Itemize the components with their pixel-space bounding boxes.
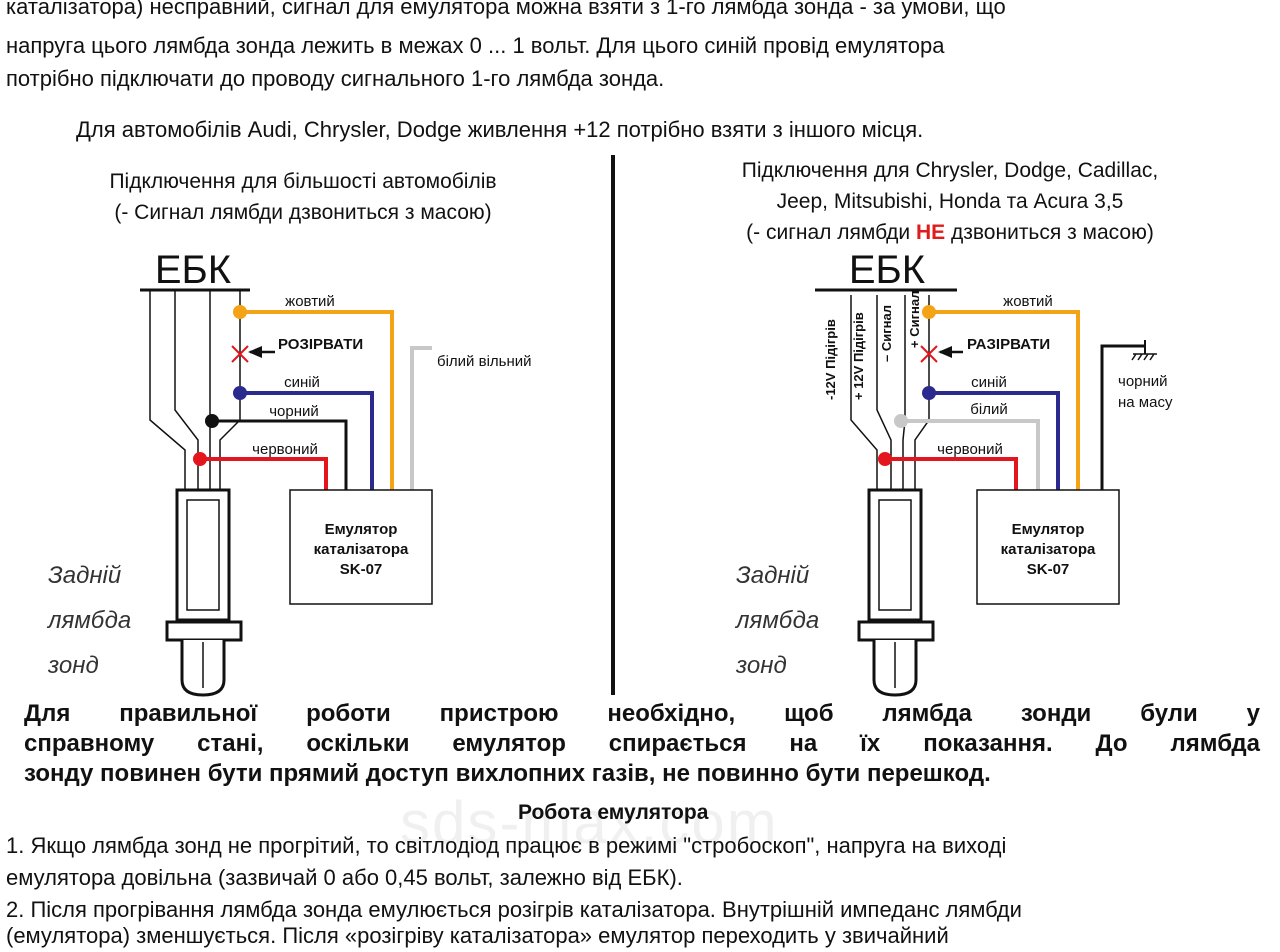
left-cut-arrow-head bbox=[248, 346, 262, 358]
intro-line-1: каталізатора) несправний, сигнал для ему… bbox=[6, 0, 1006, 19]
left-sensor-inner bbox=[186, 499, 220, 611]
section-title: Робота емулятора bbox=[518, 801, 709, 824]
right-emulator-line-3: SK-07 bbox=[1027, 561, 1070, 578]
right-title-line-3-pre: (- сигнал лямбди bbox=[746, 221, 916, 244]
left-emulator-box bbox=[289, 489, 433, 605]
left-wiring-diagram: ЕБК жовтий РОЗІРВАТИ білий вільний синій… bbox=[46, 248, 532, 697]
right-cut-mark bbox=[920, 345, 938, 363]
right-blue-label: синій bbox=[971, 374, 1007, 391]
left-yellow-dot bbox=[233, 305, 247, 319]
power-note: Для автомобілів Audi, Chrysler, Dodge жи… bbox=[76, 117, 924, 142]
intro-line-2: напруга цього лямбда зонда лежить в межа… bbox=[6, 33, 945, 58]
left-blue-wire bbox=[240, 391, 374, 490]
right-red-wire bbox=[885, 457, 1018, 490]
right-sensor-label-3: зонд bbox=[735, 652, 787, 679]
right-sensor-label-1: Задній bbox=[736, 562, 809, 589]
left-title-line-2: (- Сигнал лямбди дзвониться з масою) bbox=[114, 201, 492, 224]
right-emulator-line-1: Емулятор bbox=[1012, 521, 1085, 538]
left-red-dot bbox=[193, 452, 207, 466]
left-sensor-label-1: Задній bbox=[48, 562, 121, 589]
right-title-line-3-post: дзвониться з масою) bbox=[945, 221, 1154, 244]
right-title-line-3: (- сигнал лямбди НЕ дзвониться з масою) bbox=[640, 217, 1260, 248]
left-red-wire bbox=[200, 457, 328, 490]
list-item-2-line-2: (емулятора) зменшується. Після «розігрів… bbox=[6, 923, 949, 948]
right-sensor-label-2: лямбда bbox=[734, 607, 819, 634]
left-black-dot bbox=[205, 414, 219, 428]
right-pin-label-3: – Сигнал bbox=[879, 305, 894, 362]
intro-line-3: потрібно підключати до проводу сигнально… bbox=[6, 66, 665, 91]
right-sensor-inner bbox=[878, 499, 912, 611]
right-cut-arrow-head bbox=[938, 346, 952, 358]
right-cut-label: РАЗІРВАТИ bbox=[967, 336, 1050, 353]
right-ecu-label: ЕБК bbox=[849, 248, 926, 292]
left-diagram-title: Підключення для більшості автомобілів (-… bbox=[36, 166, 570, 228]
left-ecu-label: ЕБК bbox=[155, 248, 232, 292]
left-cut-mark bbox=[231, 345, 249, 363]
list-item-1-line-1: 1. Якщо лямбда зонд не прогрітий, то сві… bbox=[6, 833, 1007, 858]
warning-paragraph: Для правильної роботи пристрою необхідно… bbox=[24, 699, 1260, 789]
left-emulator-line-3: SK-07 bbox=[340, 561, 383, 578]
right-black-ground-label-2: на масу bbox=[1118, 394, 1173, 411]
right-bundle-wire-3 bbox=[902, 295, 906, 490]
right-bundle-wire-4 bbox=[914, 295, 930, 490]
list-item-1-line-2: емулятора довільна (зазвичай 0 або 0,45 … bbox=[6, 865, 683, 890]
left-yellow-label: жовтий bbox=[285, 293, 335, 310]
list-item-2-line-1: 2. Після прогрівання лямбда зонда емулює… bbox=[6, 897, 1022, 922]
not-emphasis: НЕ bbox=[915, 221, 946, 244]
right-black-ground-wire bbox=[1100, 344, 1145, 490]
left-sensor-label-2: лямбда bbox=[46, 607, 131, 634]
right-pin-label-4: + Сигнал bbox=[907, 291, 922, 348]
right-yellow-label: жовтий bbox=[1003, 293, 1053, 310]
right-white-dot bbox=[894, 414, 908, 428]
left-emulator-line-2: каталізатора bbox=[314, 541, 409, 558]
right-bundle-wire-2 bbox=[876, 295, 892, 490]
right-black-ground-label-1: чорний bbox=[1118, 373, 1168, 390]
left-white-wire bbox=[410, 346, 432, 490]
left-cut-label: РОЗІРВАТИ bbox=[278, 336, 363, 353]
right-bundle-wire-1 bbox=[850, 295, 878, 490]
right-white-label: білий bbox=[970, 401, 1007, 418]
right-white-wire bbox=[901, 419, 1040, 490]
right-wiring-diagram: ЕБК -12V Підігрів + 12V Підігрів – Сигна… bbox=[734, 248, 1173, 697]
left-black-wire bbox=[212, 419, 348, 490]
right-sensor-flange bbox=[857, 620, 935, 642]
right-emulator-line-2: каталізатора bbox=[1001, 541, 1096, 558]
left-emulator-line-1: Емулятор bbox=[325, 521, 398, 538]
right-blue-dot bbox=[922, 386, 936, 400]
left-red-label: червоний bbox=[252, 441, 318, 458]
left-bundle-wire-1 bbox=[149, 290, 186, 490]
right-pin-label-2: + 12V Підігрів bbox=[851, 312, 866, 400]
left-blue-label: синій bbox=[284, 374, 320, 391]
right-blue-wire bbox=[929, 391, 1060, 490]
diagram-divider bbox=[611, 155, 615, 695]
left-sensor-flange bbox=[165, 620, 243, 642]
right-red-dot bbox=[878, 452, 892, 466]
left-black-label: чорний bbox=[269, 403, 319, 420]
left-white-label: білий вільний bbox=[437, 353, 532, 370]
right-title-line-2: Jeep, Mitsubishi, Honda та Acura 3,5 bbox=[776, 190, 1124, 213]
right-ground-hatch bbox=[1131, 353, 1157, 361]
right-red-label: червоний bbox=[937, 441, 1003, 458]
right-diagram-title: Підключення для Chrysler, Dodge, Cadilla… bbox=[640, 155, 1260, 248]
left-blue-dot bbox=[233, 386, 247, 400]
right-title-line-1: Підключення для Chrysler, Dodge, Cadilla… bbox=[741, 159, 1159, 182]
watermark: sds-max.com bbox=[400, 789, 779, 856]
left-title-line-1: Підключення для більшості автомобілів bbox=[109, 170, 497, 193]
warning-line-1: Для правильної роботи пристрою необхідно… bbox=[24, 700, 1260, 727]
right-yellow-dot bbox=[922, 305, 936, 319]
left-sensor-label-3: зонд bbox=[47, 652, 99, 679]
right-pin-label-1: -12V Підігрів bbox=[823, 319, 838, 400]
warning-line-3: зонду повинен бути прямий доступ вихлопн… bbox=[24, 760, 991, 787]
left-yellow-wire bbox=[240, 310, 394, 490]
warning-line-2: справному стані, оскільки емулятор спира… bbox=[24, 730, 1260, 757]
right-emulator-box bbox=[976, 489, 1120, 605]
right-yellow-wire bbox=[929, 310, 1080, 490]
